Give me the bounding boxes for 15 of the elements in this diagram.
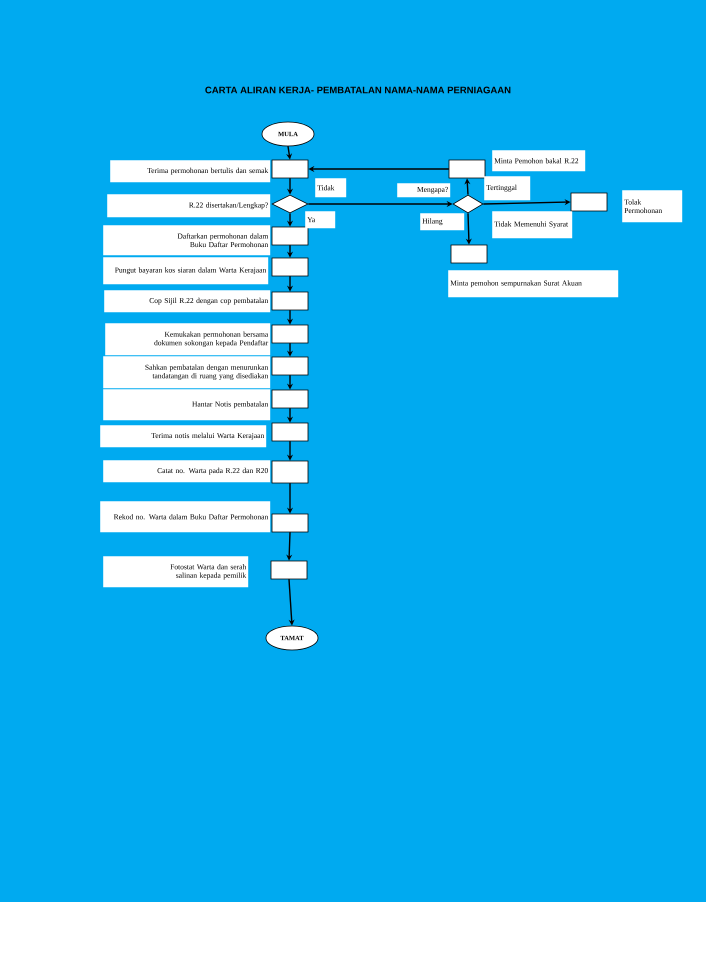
- process-box: [272, 160, 308, 178]
- process-box: [270, 560, 308, 580]
- process-box: [272, 258, 308, 276]
- title: CARTA ALIRAN KERJA- PEMBATALAN NAMA-NAMA PERNIAGAAN: [205, 86, 510, 94]
- process-box: [272, 514, 308, 532]
- process-box: [272, 460, 308, 484]
- process-box: [272, 324, 308, 344]
- process-box: [450, 244, 488, 264]
- process-box: [272, 292, 308, 310]
- process-box: [272, 356, 308, 376]
- process-box: [272, 390, 308, 408]
- process-box: [272, 226, 308, 246]
- process-box: [272, 422, 308, 442]
- process-box: [448, 160, 486, 178]
- process-box: [570, 192, 608, 212]
